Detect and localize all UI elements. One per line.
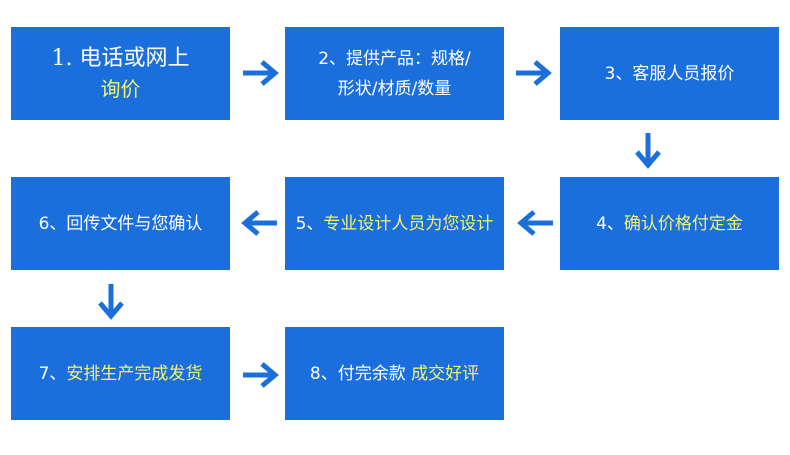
step-1-line-1: 1. 电话或网上 [51, 45, 190, 71]
step-3-box: 3、客服人员报价 [560, 27, 779, 120]
down-arrow-icon [98, 284, 124, 320]
step-5-text: 专业设计人员为您设计 [323, 213, 494, 234]
step-6-text: 6、回传文件与您确认 [38, 213, 203, 234]
step-7-text: 安排生产完成发货 [66, 363, 203, 384]
right-arrow-icon [516, 60, 552, 86]
step-5-number: 5、 [295, 213, 324, 234]
step-4-text: 确认价格付定金 [623, 213, 743, 234]
step-2-line-2: 形状/材质/数量 [337, 78, 452, 99]
step-1-box: 1. 电话或网上 询价 [11, 27, 230, 120]
step-5-box: 5、专业设计人员为您设计 [285, 177, 504, 270]
step-8-highlight: 成交好评 [411, 363, 480, 384]
step-2-line-1: 2、提供产品：规格/ [318, 48, 471, 69]
right-arrow-icon [243, 362, 279, 388]
step-4-number: 4、 [596, 213, 624, 234]
step-2-box: 2、提供产品：规格/ 形状/材质/数量 [285, 27, 504, 120]
step-8-text: 8、付完余款 [309, 363, 412, 384]
down-arrow-icon [635, 133, 661, 169]
step-4-box: 4、确认价格付定金 [560, 177, 779, 270]
step-3-text: 3、客服人员报价 [604, 63, 735, 84]
right-arrow-icon [243, 60, 279, 86]
step-6-box: 6、回传文件与您确认 [11, 177, 230, 270]
step-7-box: 7、安排生产完成发货 [11, 327, 230, 420]
step-7-number: 7、 [38, 363, 67, 384]
step-8-box: 8、付完余款 成交好评 [285, 327, 504, 420]
left-arrow-icon [241, 210, 277, 236]
left-arrow-icon [517, 210, 553, 236]
step-1-line-2: 询价 [100, 76, 141, 101]
